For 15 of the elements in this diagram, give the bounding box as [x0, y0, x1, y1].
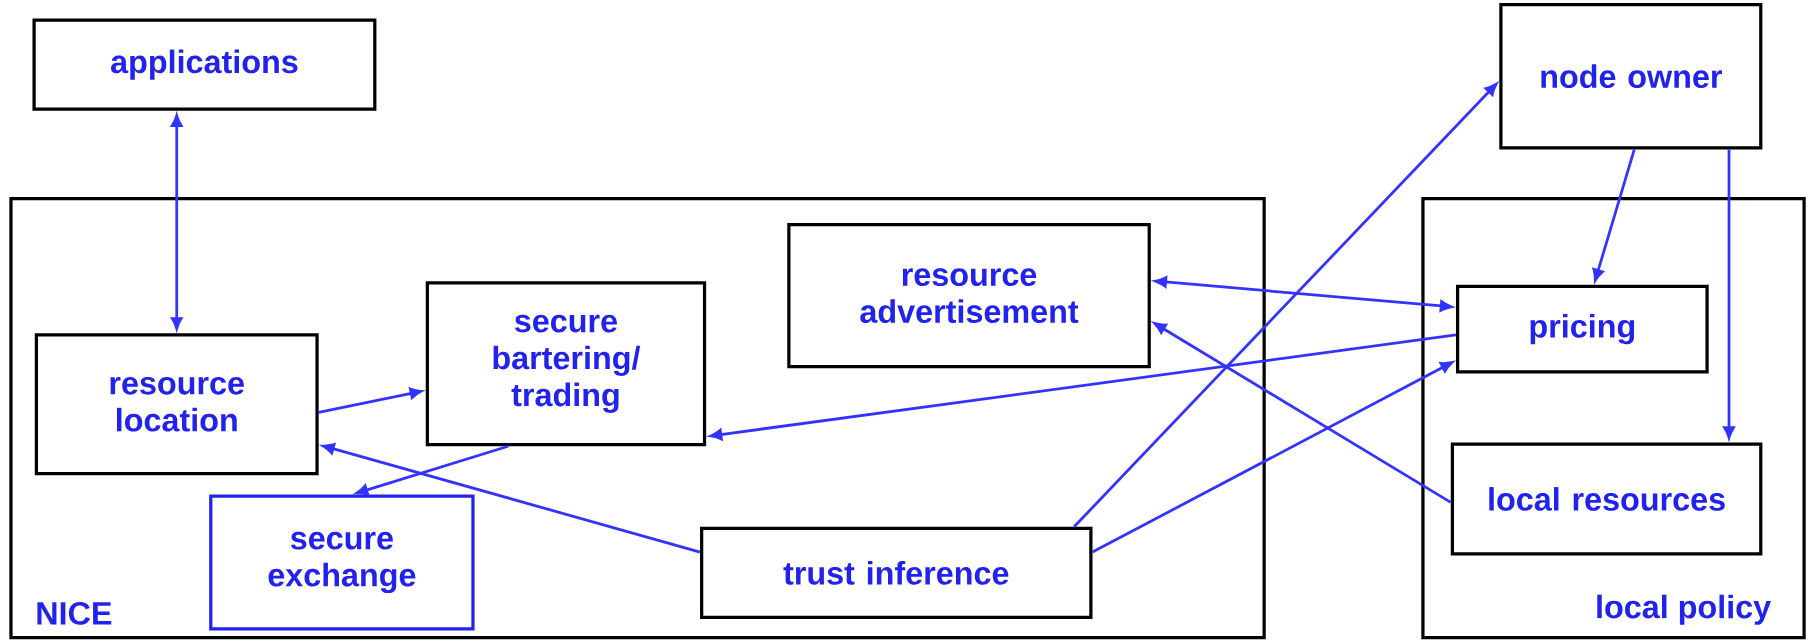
arrow: [1154, 276, 1453, 312]
process-box: resource advertisement: [787, 222, 1151, 369]
process-box: node owner: [1499, 2, 1763, 150]
process-box: secure exchange: [209, 494, 475, 631]
arrow: [355, 444, 509, 496]
process-box: secure bartering/ trading: [425, 281, 707, 447]
arrow: [318, 387, 423, 414]
arrow: [322, 443, 701, 554]
arrow: [1592, 148, 1636, 282]
process-box: trust inference: [700, 526, 1093, 619]
process-box: resource location: [34, 333, 319, 476]
process-box: local resources: [1450, 442, 1763, 556]
arrow: [1723, 149, 1735, 439]
process-box: applications: [32, 18, 377, 111]
process-box: pricing: [1456, 284, 1709, 374]
